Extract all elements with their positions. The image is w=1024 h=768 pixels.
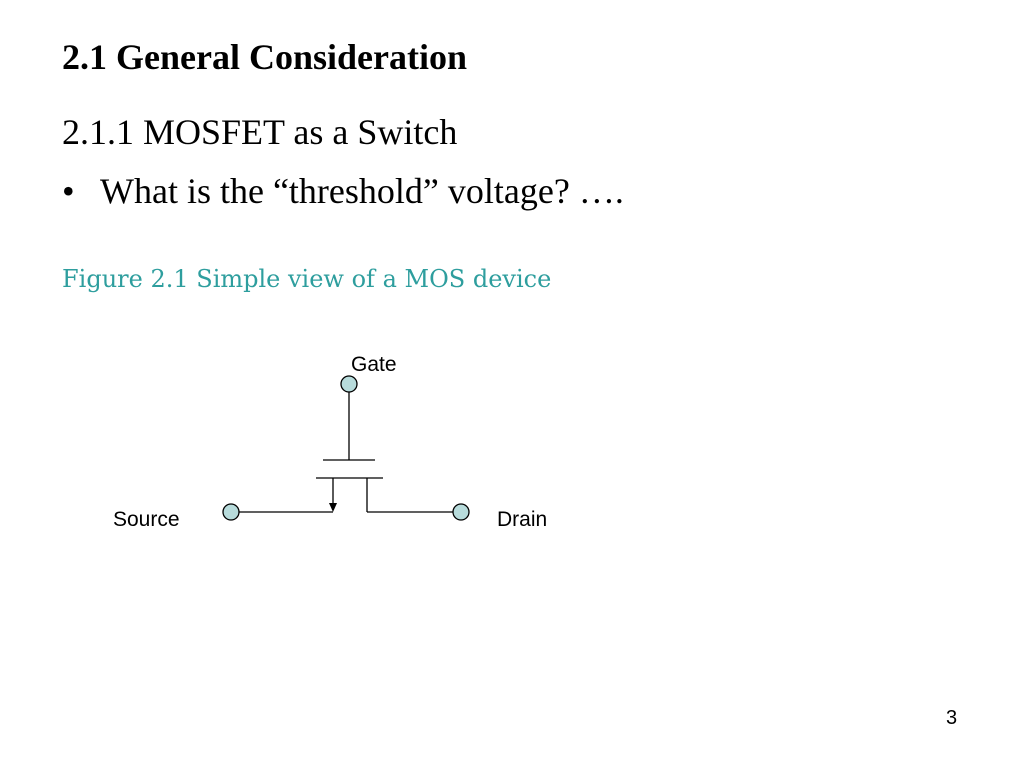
bullet-item: • What is the “threshold” voltage? …. [62,170,624,212]
page-number: 3 [946,707,958,729]
bullet-icon: • [62,171,75,211]
section-heading: 2.1.1 MOSFET as a Switch [62,112,458,152]
source-label: Source [113,508,180,531]
figure-caption: Figure 2.1 Simple view of a MOS device [62,265,552,293]
drain-label: Drain [497,508,547,531]
source-terminal-icon [222,503,240,521]
bullet-text: What is the “threshold” voltage? …. [100,171,624,211]
drain-terminal-icon [452,503,470,521]
gate-label: Gate [351,353,397,376]
slide-title: 2.1 General Consideration [62,37,467,77]
gate-terminal-icon [340,375,358,393]
source-arrow-icon [329,503,337,512]
